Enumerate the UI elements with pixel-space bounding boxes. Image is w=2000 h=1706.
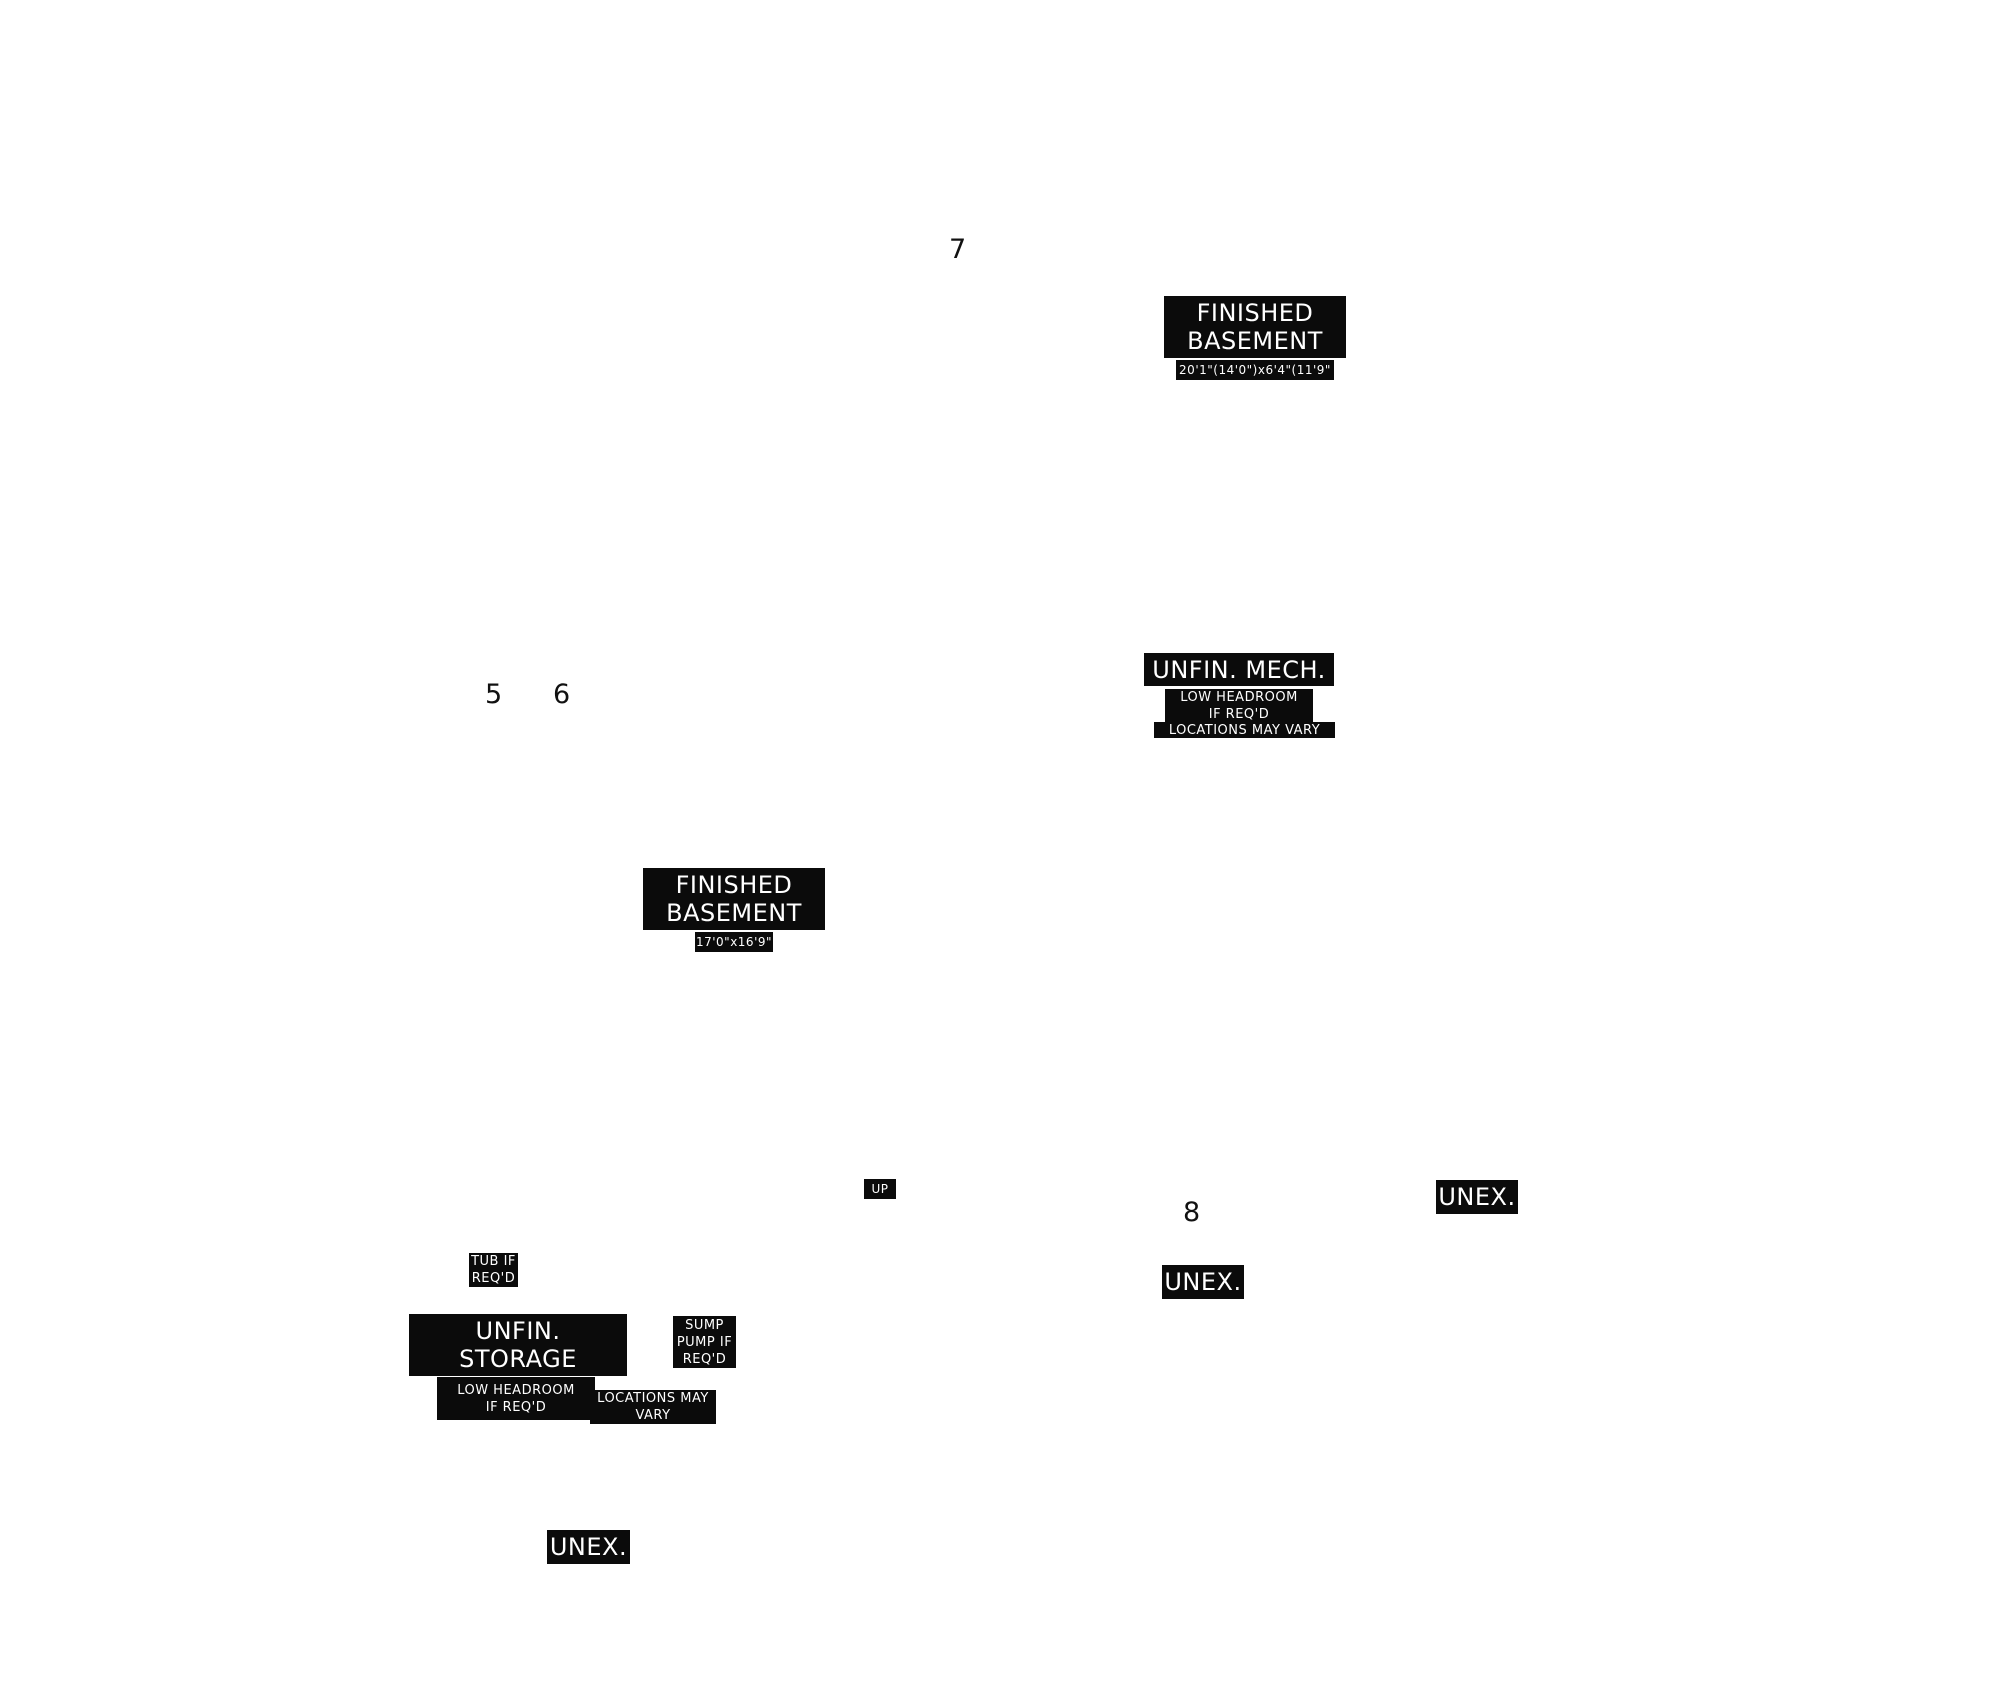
unfin-storage-headroom-note: LOW HEADROOM IF REQ'D — [437, 1377, 595, 1420]
room-number-6: 6 — [553, 679, 571, 710]
room-number-8: 8 — [1183, 1197, 1201, 1228]
unfin-mech-label: UNFIN. MECH. — [1144, 653, 1334, 686]
unex-bottom-label: UNEX. — [547, 1530, 630, 1564]
unfin-mech-locations-note: LOCATIONS MAY VARY — [1154, 722, 1335, 738]
unfin-storage-label: UNFIN. STORAGE — [409, 1314, 627, 1376]
unex-right-top-label: UNEX. — [1436, 1180, 1518, 1214]
finished-basement-top-label: FINISHED BASEMENT — [1164, 296, 1346, 358]
room-number-5: 5 — [485, 679, 503, 710]
finished-basement-mid-label: FINISHED BASEMENT — [643, 868, 825, 930]
room-number-7: 7 — [949, 234, 967, 265]
stair-up-label: UP — [864, 1179, 896, 1199]
tub-note: TUB IF REQ'D — [469, 1253, 518, 1287]
unfin-mech-headroom-note: LOW HEADROOM IF REQ'D — [1165, 689, 1313, 723]
unex-right-mid-label: UNEX. — [1162, 1265, 1244, 1299]
finished-basement-top-dimensions: 20'1"(14'0")x6'4"(11'9" — [1176, 360, 1334, 380]
finished-basement-mid-dimensions: 17'0"x16'9" — [695, 932, 773, 952]
unfin-storage-locations-note: LOCATIONS MAY VARY — [590, 1390, 716, 1424]
sump-pump-note: SUMP PUMP IF REQ'D — [673, 1316, 736, 1368]
